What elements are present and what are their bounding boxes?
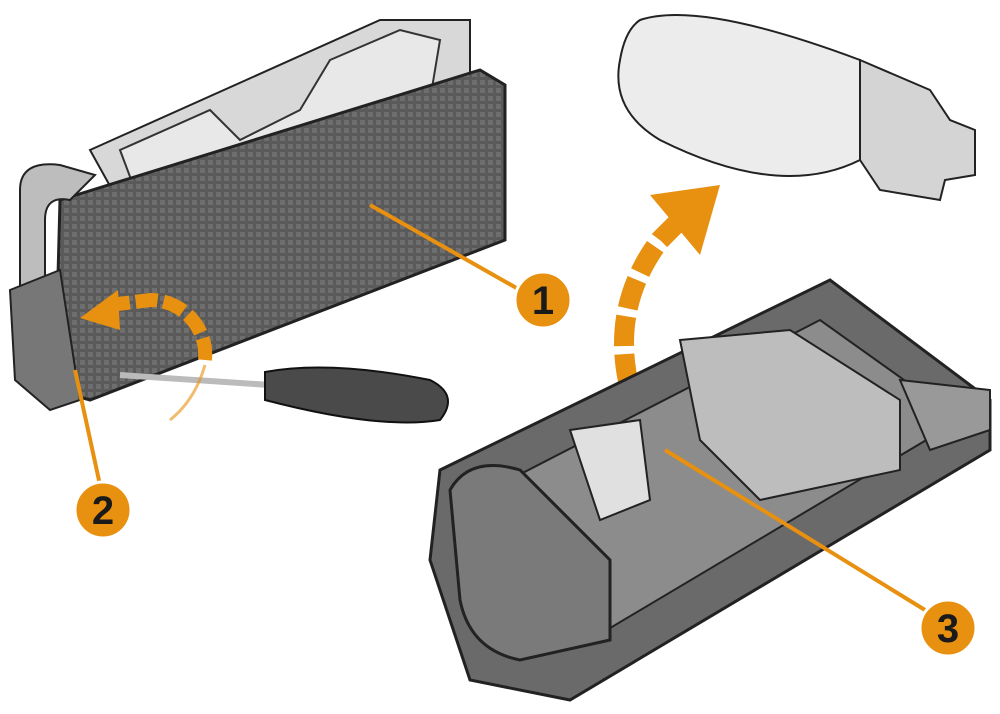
screwdriver: [119, 366, 449, 424]
callout-2: 2: [73, 480, 133, 540]
rotate-arrow-icon: [80, 290, 213, 422]
callout-1: 1: [513, 270, 573, 330]
callout-3-label: 3: [937, 607, 959, 651]
leader-line-2: [73, 369, 102, 486]
lamp-base-right: [428, 278, 992, 702]
callout-2-label: 2: [92, 489, 114, 533]
bulb: [617, 14, 976, 202]
callout-3: 3: [918, 598, 978, 658]
leader-line-3: [663, 448, 927, 612]
lamp-housing-left: [8, 19, 507, 412]
callout-1-label: 1: [532, 279, 554, 323]
leader-line-1: [369, 203, 521, 292]
